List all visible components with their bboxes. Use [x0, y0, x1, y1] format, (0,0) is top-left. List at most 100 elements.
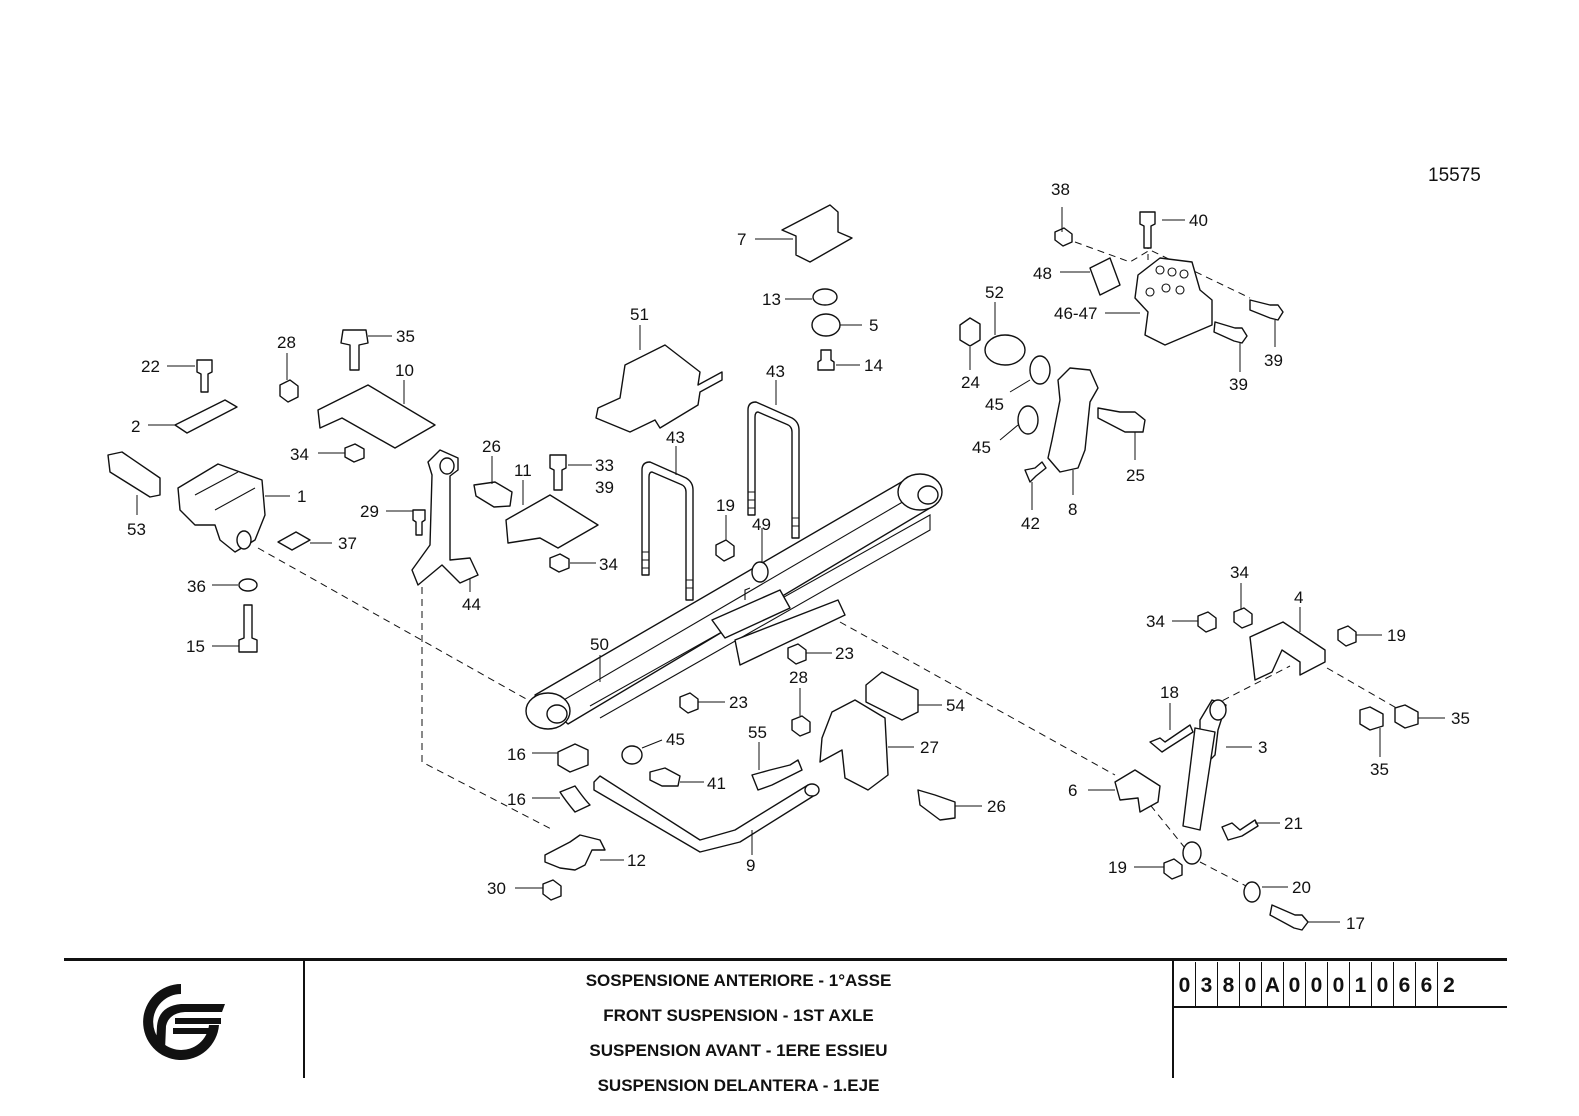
bolt-25: [1097, 407, 1146, 433]
label-8: 8: [1068, 500, 1077, 519]
label-34-right-b: 34: [1146, 612, 1165, 631]
code-digit: 0: [1174, 962, 1196, 1006]
label-35-right-b: 35: [1370, 760, 1389, 779]
label-48: 48: [1033, 264, 1052, 283]
nut-34-right-b: [1233, 607, 1253, 629]
washer-20: [1243, 881, 1261, 903]
label-20: 20: [1292, 878, 1311, 897]
washer-37: [277, 531, 311, 551]
bushing-16-top: [557, 743, 589, 773]
label-52: 52: [985, 283, 1004, 302]
bracket-11: [505, 494, 599, 549]
code-digit: 6: [1394, 962, 1416, 1006]
bushing-48: [1089, 257, 1121, 296]
label-19-right: 19: [1387, 626, 1406, 645]
label-17: 17: [1346, 914, 1365, 933]
label-30: 30: [487, 879, 506, 898]
code-digit: 0: [1372, 962, 1394, 1006]
bolt-33: [549, 454, 567, 491]
nut-28-top: [279, 379, 299, 403]
assembly-line-hanger: [1074, 241, 1251, 299]
code-digit: 8: [1218, 962, 1240, 1006]
bushing-16-bottom: [559, 785, 591, 813]
code-digit: 0: [1240, 962, 1262, 1006]
bolt-22: [196, 359, 213, 393]
bracket-27: [819, 699, 889, 791]
label-46-47: 46-47: [1054, 304, 1097, 323]
label-49: 49: [752, 515, 771, 534]
label-23-left: 23: [729, 693, 748, 712]
title-english: FRONT SUSPENSION - 1ST AXLE: [603, 1006, 874, 1025]
fitting-41: [649, 767, 681, 787]
front-hanger: [177, 463, 266, 553]
code-digit: 3: [1196, 962, 1218, 1006]
label-34-mid: 34: [599, 555, 618, 574]
label-43-right: 43: [766, 362, 785, 381]
label-44: 44: [462, 595, 481, 614]
assembly-line-eye-left: [257, 547, 529, 701]
label-34-left: 34: [290, 445, 309, 464]
drawing-number: 15575: [1428, 165, 1481, 186]
label-41: 41: [707, 774, 726, 793]
label-55: 55: [748, 723, 767, 742]
title-spanish: SUSPENSION DELANTERA - 1.EJE: [597, 1076, 880, 1095]
label-11: 11: [514, 461, 532, 480]
bolt-15: [238, 604, 258, 653]
label-9: 9: [746, 856, 755, 875]
label-53: 53: [127, 520, 146, 539]
title-block-divider-right: [1172, 960, 1174, 1078]
assembly-line-bolts-35: [1326, 667, 1401, 711]
label-27: 27: [920, 738, 939, 757]
label-34-right-a: 34: [1230, 563, 1249, 582]
code-digit: 0: [1284, 962, 1306, 1006]
label-10: 10: [395, 361, 414, 380]
plate-2: [174, 399, 238, 434]
label-54: 54: [946, 696, 965, 715]
leaf-spring: [525, 473, 943, 730]
label-16-bottom: 16: [507, 790, 526, 809]
rear-hanger: [1134, 257, 1213, 346]
label-28-top: 28: [277, 333, 296, 352]
label-23-right: 23: [835, 644, 854, 663]
nut-19-bottom: [1163, 858, 1183, 880]
label-25: 25: [1126, 466, 1145, 485]
bolt-35-b: [1359, 706, 1384, 731]
label-13: 13: [762, 290, 781, 309]
bolt-39-b: [1213, 321, 1248, 344]
label-39-c: 39: [595, 478, 614, 497]
pin-26-right: [917, 789, 956, 821]
assembly-line-shackle: [421, 575, 554, 831]
label-26-right: 26: [987, 797, 1006, 816]
bolt-35-a: [1394, 704, 1419, 729]
bracket-51: [595, 344, 723, 433]
washer-49: [751, 561, 769, 583]
label-19-bottom: 19: [1108, 858, 1127, 877]
label-33: 33: [595, 456, 614, 475]
label-40: 40: [1189, 211, 1208, 230]
label-45-b: 45: [972, 438, 991, 457]
label-22: 22: [141, 357, 160, 376]
bolt-35-top: [340, 329, 369, 371]
washer-45-b: [1017, 405, 1039, 435]
nut-34-left: [344, 443, 365, 463]
label-5: 5: [869, 316, 878, 335]
washer-45-a: [1029, 355, 1051, 385]
leader-lines: [136, 207, 1445, 923]
part-code: 0 3 8 0 A 0 0 0 1 0 6 6 2: [1174, 962, 1460, 1006]
u-bolt-left: [641, 461, 694, 601]
label-16-top: 16: [507, 745, 526, 764]
plate-10: [317, 384, 436, 449]
label-4: 4: [1294, 588, 1303, 607]
label-28-mid: 28: [789, 668, 808, 687]
nut-34-mid: [549, 553, 570, 573]
shock-absorber: [1182, 699, 1227, 865]
nut-19-mid: [715, 539, 735, 562]
stabilizer-end: [804, 783, 820, 797]
washer-36: [238, 578, 258, 592]
label-26-left: 26: [482, 437, 501, 456]
nut-34-right-a: [1197, 611, 1217, 633]
washer-45-low: [621, 745, 643, 765]
bolt-17: [1269, 904, 1309, 931]
block-54: [865, 671, 919, 721]
label-19-mid: 19: [716, 496, 735, 515]
